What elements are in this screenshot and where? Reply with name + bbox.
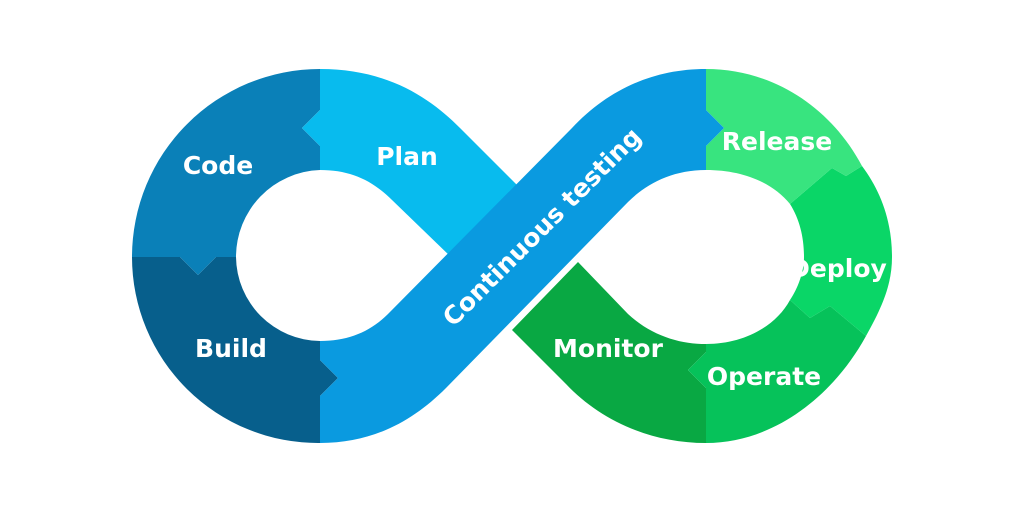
label-release: Release <box>722 127 832 156</box>
segment-build <box>132 257 338 444</box>
label-deploy: Deploy <box>789 254 887 283</box>
label-operate: Operate <box>707 362 821 391</box>
label-plan: Plan <box>376 142 438 171</box>
segment-plan <box>302 69 520 258</box>
segment-deploy <box>790 166 892 336</box>
segment-continuous-testing <box>320 69 724 443</box>
segment-code <box>132 69 320 275</box>
segment-operate <box>688 300 866 443</box>
label-build: Build <box>195 334 267 363</box>
label-monitor: Monitor <box>553 334 664 363</box>
segment-monitor <box>512 262 706 443</box>
label-code: Code <box>183 151 253 180</box>
segment-release <box>706 69 862 204</box>
